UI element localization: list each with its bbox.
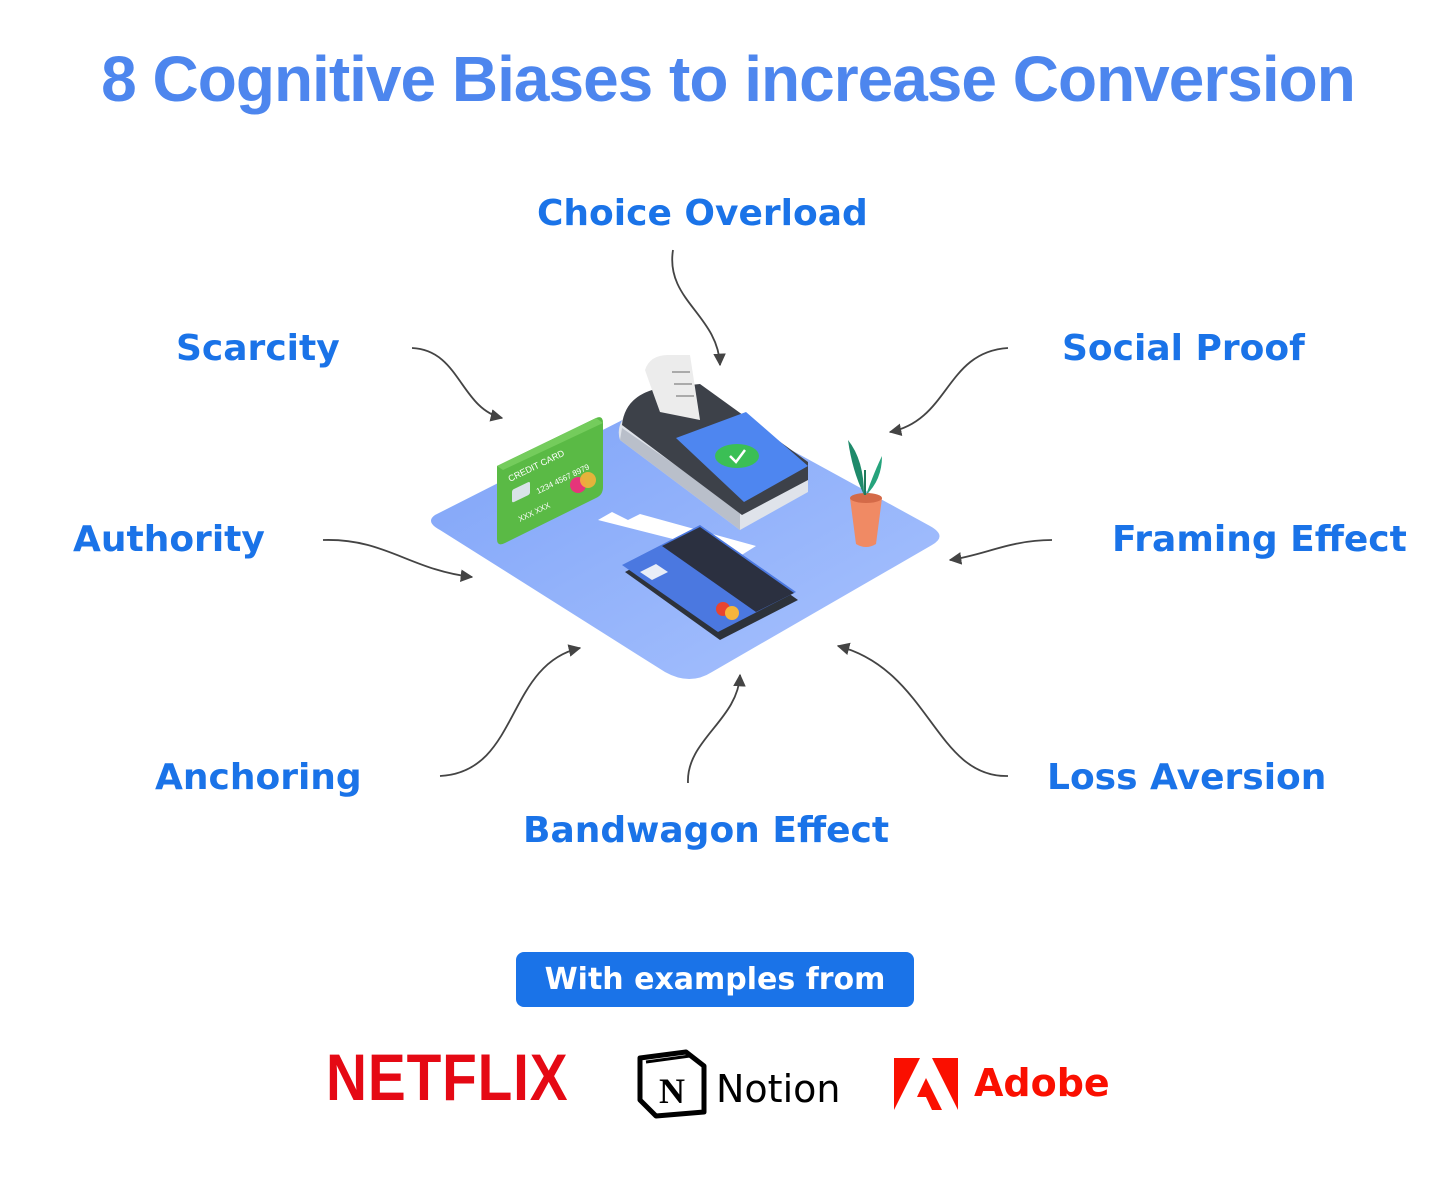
bias-authority: Authority bbox=[73, 519, 265, 560]
blue-credit-card bbox=[622, 525, 798, 640]
adobe-logo-icon bbox=[894, 1058, 958, 1110]
examples-label: With examples from bbox=[516, 952, 914, 1007]
arrow-anchoring bbox=[439, 644, 582, 777]
notion-logo-icon: N bbox=[637, 1049, 707, 1119]
arrow-authority bbox=[322, 539, 474, 582]
notion-logo-text: Notion bbox=[716, 1067, 841, 1111]
arrows bbox=[322, 249, 1053, 784]
green-credit-card: CREDIT CARD 1234 4567 8979 XXX XXX bbox=[497, 417, 603, 545]
potted-plant bbox=[848, 440, 882, 547]
bias-loss-aversion: Loss Aversion bbox=[1047, 757, 1327, 798]
pos-terminal bbox=[618, 355, 808, 530]
bias-scarcity: Scarcity bbox=[176, 328, 340, 369]
page-title: 8 Cognitive Biases to increase Conversio… bbox=[101, 43, 1356, 115]
bias-social-proof: Social Proof bbox=[1062, 328, 1305, 369]
arrow-bandwagon bbox=[687, 673, 746, 784]
arrow-choice-overload bbox=[671, 249, 726, 367]
arrow-framing-effect bbox=[948, 539, 1053, 565]
bias-choice-overload: Choice Overload bbox=[537, 193, 868, 234]
bias-anchoring: Anchoring bbox=[155, 757, 362, 798]
bias-bandwagon-effect: Bandwagon Effect bbox=[523, 810, 890, 851]
adobe-logo-text: Adobe bbox=[974, 1061, 1110, 1105]
bias-framing-effect: Framing Effect bbox=[1112, 519, 1407, 560]
notion-mark-letter: N bbox=[659, 1071, 685, 1111]
netflix-logo: NETFLIX bbox=[326, 1040, 569, 1114]
arrow-social-proof bbox=[888, 347, 1009, 436]
arrow-scarcity bbox=[411, 347, 504, 422]
arrow-loss-aversion bbox=[836, 642, 1009, 777]
